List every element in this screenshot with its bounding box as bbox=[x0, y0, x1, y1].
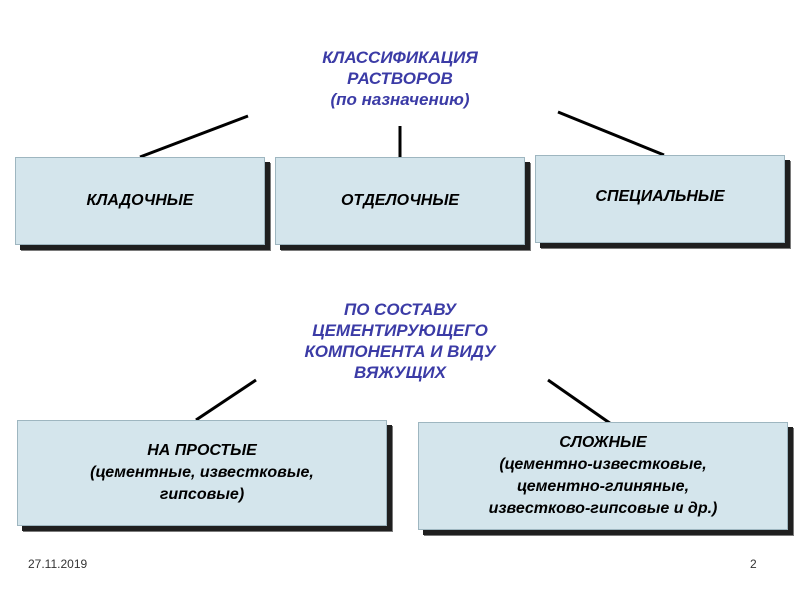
footer-date: 27.11.2019 bbox=[28, 557, 88, 571]
box-simple-line-1: НА ПРОСТЫЕ bbox=[147, 442, 257, 459]
connector-top-right bbox=[557, 110, 665, 157]
classification-title: КЛАССИФИКАЦИЯ РАСТВОРОВ (по назначению) bbox=[300, 47, 500, 110]
composition-line-3: КОМПОНЕНТА И ВИДУ bbox=[304, 342, 496, 361]
box-finishing-label: ОТДЕЛОЧНЫЕ bbox=[340, 192, 460, 209]
box-complex-line-3: цементно-глиняные, bbox=[516, 478, 690, 495]
box-simple-line-2: (цементные, известковые, bbox=[90, 464, 314, 481]
box-complex-line-2: (цементно-известковые, bbox=[499, 456, 707, 473]
composition-line-4: ВЯЖУЩИХ bbox=[354, 363, 446, 382]
title-subtitle: (по назначению) bbox=[330, 90, 470, 109]
composition-line-2: ЦЕМЕНТИРУЮЩЕГО bbox=[312, 321, 488, 340]
composition-title: ПО СОСТАВУ ЦЕМЕНТИРУЮЩЕГО КОМПОНЕНТА И В… bbox=[250, 299, 550, 383]
box-simple-line-3: гипсовые) bbox=[159, 486, 245, 503]
box-special-label: СПЕЦИАЛЬНЫЕ bbox=[595, 188, 725, 205]
connector-bottom-left bbox=[195, 378, 257, 422]
box-complex: СЛОЖНЫЕ (цементно-известковые, цементно-… bbox=[418, 422, 788, 530]
footer-page-number: 2 bbox=[750, 557, 757, 571]
connector-bottom-right bbox=[547, 378, 615, 428]
box-finishing: ОТДЕЛОЧНЫЕ bbox=[275, 157, 525, 245]
box-simple: НА ПРОСТЫЕ (цементные, известковые, гипс… bbox=[17, 420, 387, 526]
title-line-2: РАСТВОРОВ bbox=[347, 69, 453, 88]
composition-line-1: ПО СОСТАВУ bbox=[343, 300, 457, 319]
title-line-1: КЛАССИФИКАЦИЯ bbox=[322, 48, 478, 67]
box-special: СПЕЦИАЛЬНЫЕ bbox=[535, 155, 785, 243]
connector-top-left bbox=[139, 114, 249, 159]
box-complex-line-4: известково-гипсовые и др.) bbox=[488, 500, 718, 517]
box-masonry-label: КЛАДОЧНЫЕ bbox=[86, 192, 194, 209]
box-complex-line-1: СЛОЖНЫЕ bbox=[559, 434, 647, 451]
box-masonry: КЛАДОЧНЫЕ bbox=[15, 157, 265, 245]
